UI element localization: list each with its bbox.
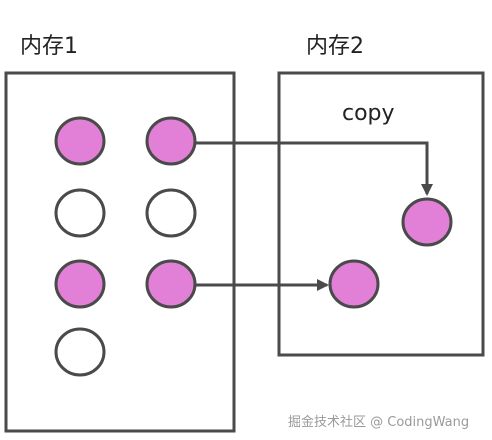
- memory2-cell-2: [328, 259, 380, 309]
- memory2-cells: [328, 197, 453, 309]
- memory1-cell-3: [54, 188, 106, 238]
- memory1-box: [4, 71, 236, 433]
- memory1-cell-2: [145, 116, 197, 166]
- memory1-cell-4: [145, 188, 197, 238]
- copy-label: copy: [342, 101, 395, 126]
- memory2-box: [277, 71, 485, 357]
- memory2-label: 内存2: [306, 34, 364, 59]
- watermark: 掘金技术社区 @ CodingWang: [288, 415, 470, 430]
- memory1-cells: [54, 116, 197, 377]
- memory2-cell-1: [401, 197, 453, 247]
- memory1-cell-1: [54, 116, 106, 166]
- memory1-label: 内存1: [20, 34, 78, 59]
- copy-arrow-1: [195, 141, 433, 196]
- memory1-cell-5: [54, 259, 106, 309]
- memory1-cell-7: [54, 327, 106, 377]
- memory1-cell-6: [145, 259, 197, 309]
